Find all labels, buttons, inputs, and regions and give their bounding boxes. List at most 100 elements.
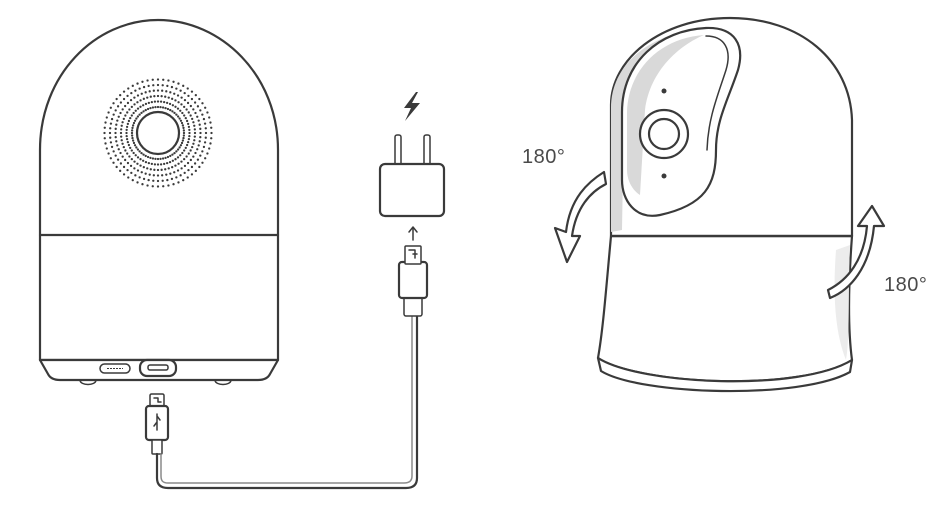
speaker-hole	[210, 131, 213, 135]
speaker-hole	[112, 150, 115, 153]
speaker-hole	[188, 131, 191, 135]
speaker-hole	[196, 148, 199, 151]
speaker-hole	[156, 83, 160, 87]
speaker-hole	[120, 128, 123, 131]
speaker-hole	[130, 129, 134, 132]
speaker-hole	[135, 117, 138, 120]
speaker-hole	[134, 154, 137, 157]
speaker-hole	[160, 168, 163, 171]
speaker-hole	[146, 155, 150, 159]
speaker-hole	[107, 111, 110, 114]
speaker-hole	[151, 185, 154, 188]
speaker-hole	[142, 159, 145, 162]
speaker-hole	[174, 158, 177, 161]
pan-arrow-icon	[826, 204, 886, 300]
speaker-hole	[173, 171, 176, 174]
speaker-hole	[190, 90, 194, 93]
speaker-hole	[136, 162, 139, 165]
speaker-hole	[183, 158, 186, 161]
speaker-hole	[175, 87, 178, 90]
speaker-hole	[190, 97, 194, 101]
speaker-hole	[185, 155, 188, 158]
speaker-hole	[122, 173, 126, 176]
speaker-hole	[115, 165, 118, 169]
speaker-hole	[167, 79, 170, 82]
speaker-hole	[112, 102, 115, 105]
speaker-hole	[156, 94, 160, 98]
speaker-hole	[126, 101, 130, 105]
speaker-hole	[165, 90, 168, 93]
speaker-hole	[128, 108, 131, 111]
speaker-hole	[176, 107, 180, 110]
speaker-hole	[131, 136, 134, 140]
speaker-hole	[135, 146, 138, 149]
speaker-hole	[103, 131, 106, 135]
speaker-hole	[189, 158, 193, 162]
speaker-hole	[121, 142, 124, 145]
speaker-hole	[119, 111, 122, 115]
speaker-hole	[180, 167, 183, 170]
speaker-hole	[130, 105, 133, 108]
speaker-hole	[150, 162, 154, 166]
speaker-hole	[186, 176, 189, 179]
speaker-hole	[153, 100, 157, 103]
speaker-hole	[132, 121, 136, 125]
speaker-hole	[180, 121, 184, 125]
speaker-hole	[192, 155, 195, 158]
speaker-hole	[171, 166, 174, 169]
speaker-hole	[199, 154, 202, 157]
speaker-hole	[175, 150, 178, 153]
speaker-hole	[138, 150, 141, 153]
speaker-hole	[130, 149, 133, 152]
speaker-hole	[193, 101, 197, 104]
speaker-hole	[182, 131, 186, 135]
speaker-hole	[103, 137, 106, 140]
speaker-hole	[197, 144, 200, 147]
speaker-hole	[115, 97, 118, 101]
speaker-hole	[147, 84, 150, 88]
speaker-hole	[176, 94, 180, 97]
speaker-hole	[187, 138, 191, 141]
speaker-hole	[156, 157, 160, 161]
speaker-hole	[142, 104, 145, 107]
speaker-hole	[197, 119, 200, 122]
speaker-hole	[201, 150, 204, 153]
speaker-hole	[141, 80, 144, 83]
speaker-hole	[119, 94, 122, 97]
speaker-hole	[176, 148, 180, 151]
speaker-hole	[146, 96, 149, 99]
speaker-hole	[186, 87, 189, 90]
speaker-hole	[151, 78, 154, 81]
speaker-hole	[134, 89, 137, 92]
speaker-hole	[179, 154, 182, 157]
speaker-hole	[182, 179, 185, 182]
speaker-hole	[180, 96, 183, 99]
speaker-hole	[130, 158, 133, 161]
speaker-hole	[150, 100, 154, 104]
speaker-hole	[170, 177, 174, 181]
speaker-hole	[175, 176, 178, 179]
speaker-hole	[119, 151, 122, 155]
speaker-hole	[110, 145, 114, 149]
speaker-hole	[166, 84, 169, 88]
speaker-hole	[175, 113, 178, 116]
speaker-hole	[146, 167, 149, 170]
speaker-hole	[120, 139, 123, 142]
speaker-hole	[193, 124, 196, 127]
speaker-hole	[183, 164, 187, 168]
speaker-hole	[187, 168, 190, 172]
speaker-hole	[196, 115, 199, 118]
speaker-hole	[164, 106, 167, 110]
speaker-hole	[109, 136, 112, 139]
speaker-hole	[130, 134, 134, 137]
speaker-hole	[187, 152, 190, 155]
speaker-hole	[147, 178, 150, 182]
speaker-hole	[189, 149, 192, 152]
speaker-hole	[170, 85, 174, 89]
speaker-hole	[124, 104, 127, 108]
speaker-hole	[156, 168, 160, 172]
speaker-hole	[139, 99, 142, 102]
speaker-hole	[149, 106, 152, 110]
speaker-hole	[124, 114, 127, 117]
